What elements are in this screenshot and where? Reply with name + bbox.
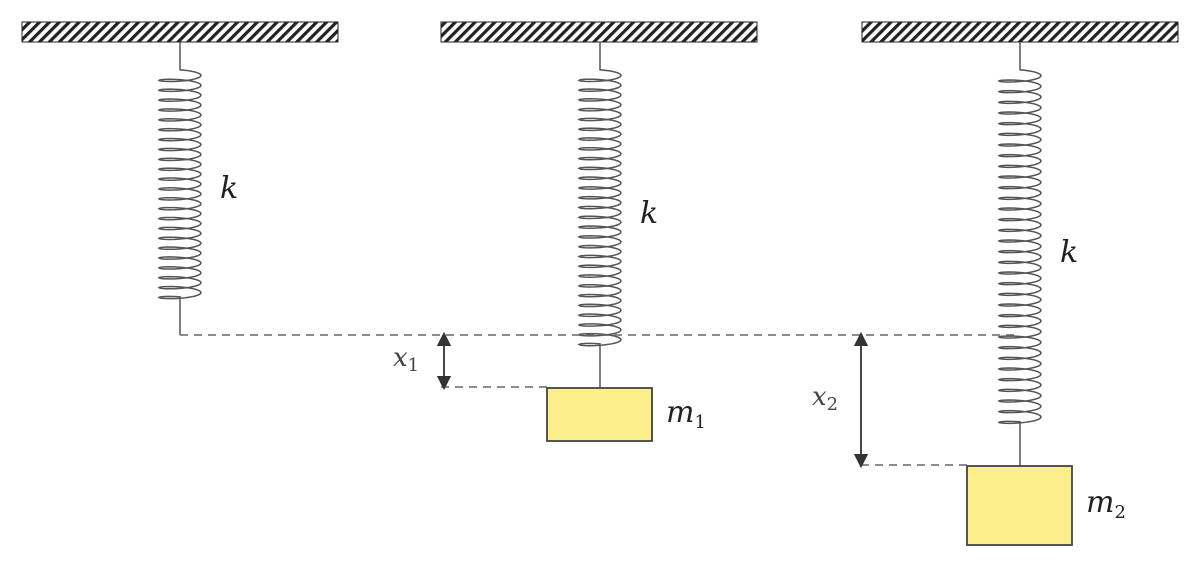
extension-2-subscript: 2 <box>827 394 838 415</box>
extension-1-subscript: 1 <box>408 355 419 376</box>
spring-constant-label-1: k <box>220 171 238 206</box>
spring-1 <box>157 42 202 335</box>
mass-2-subscript: 2 <box>1114 502 1125 523</box>
extension-1-symbol: x <box>393 343 408 373</box>
mass-2-block <box>966 465 1073 546</box>
mass-1-subscript: 1 <box>694 412 705 433</box>
mass-2-label: m2 <box>1086 485 1126 523</box>
mass-2-symbol: m <box>1086 485 1114 520</box>
spring-2 <box>577 42 622 388</box>
mass-1-label: m1 <box>666 395 706 433</box>
spring-constant-label-2: k <box>640 196 658 231</box>
extension-2-label: x2 <box>812 382 838 415</box>
mass-1-block <box>546 387 653 442</box>
mass-1-symbol: m <box>666 395 694 430</box>
extension-2-symbol: x <box>812 382 827 412</box>
ceiling-3 <box>861 21 1179 43</box>
spring-3 <box>997 42 1042 466</box>
spring-constant-label-3: k <box>1060 235 1078 270</box>
ceiling-1 <box>21 21 339 43</box>
ceiling-2 <box>440 21 758 43</box>
extension-1-label: x1 <box>393 343 419 376</box>
